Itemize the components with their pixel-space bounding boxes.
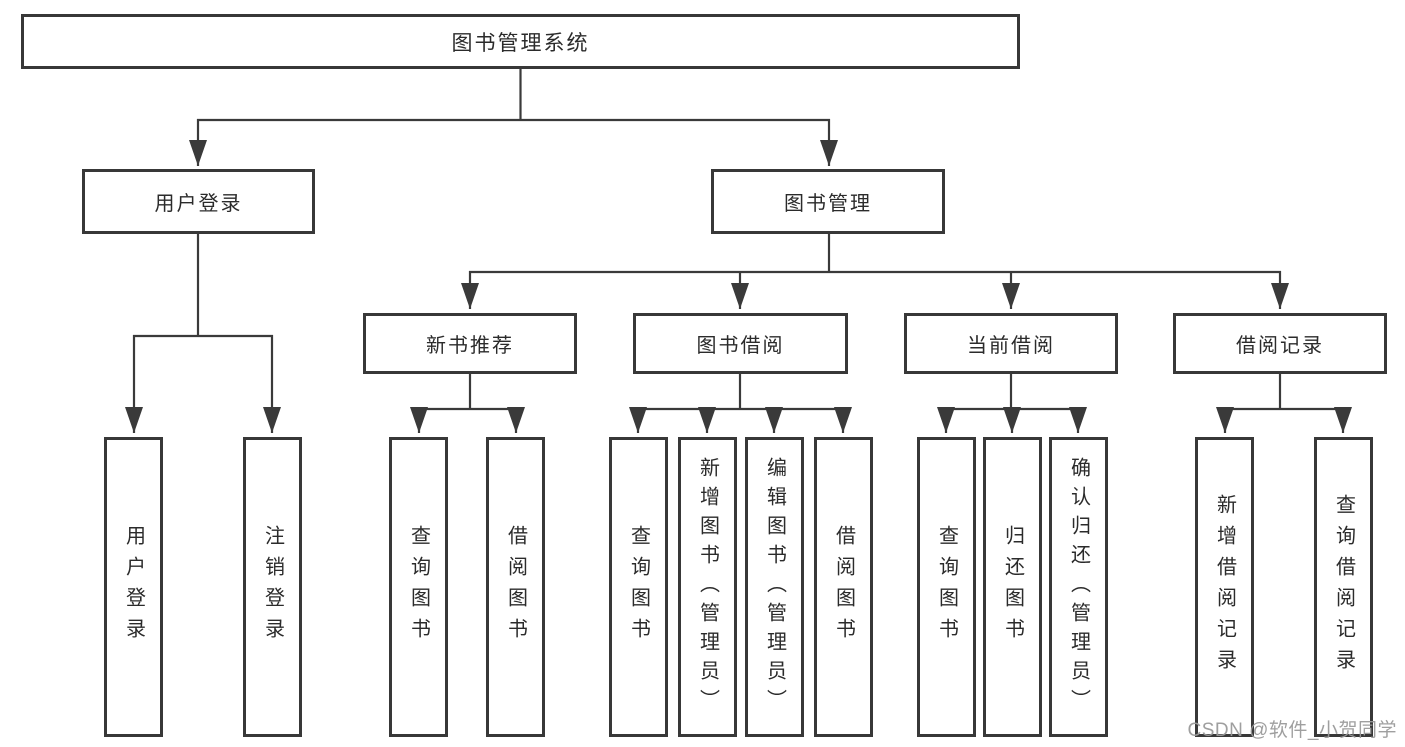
leaf-label: 查询图书 xyxy=(935,525,958,649)
leaf-label: 借阅图书 xyxy=(504,525,527,649)
leaf-query-books-borrow: 查询图书 xyxy=(609,437,668,737)
node-borrowing-records: 借阅记录 xyxy=(1173,313,1387,374)
node-label: 用户登录 xyxy=(154,193,243,215)
leaf-query-books-newbook: 查询图书 xyxy=(389,437,448,737)
leaf-label: 归还图书 xyxy=(1001,525,1024,649)
node-library-management-system: 图书管理系统 xyxy=(21,14,1020,69)
node-current-borrowing: 当前借阅 xyxy=(904,313,1118,374)
leaf-query-books-current: 查询图书 xyxy=(917,437,976,737)
leaf-return-books: 归还图书 xyxy=(983,437,1042,737)
leaf-edit-book-admin: 编辑图书（管理员） xyxy=(745,437,804,737)
node-label: 图书借阅 xyxy=(696,335,785,357)
node-book-management: 图书管理 xyxy=(711,169,945,234)
leaf-add-book-admin: 新增图书（管理员） xyxy=(678,437,737,737)
node-label: 图书管理 xyxy=(784,193,872,215)
leaf-query-borrow-record: 查询借阅记录 xyxy=(1314,437,1373,737)
leaf-label: 确认归还（管理员） xyxy=(1067,456,1090,718)
leaf-label: 新增借阅记录 xyxy=(1213,494,1236,680)
leaf-label: 查询图书 xyxy=(627,525,650,649)
leaf-add-borrow-record: 新增借阅记录 xyxy=(1195,437,1254,737)
node-label: 当前借阅 xyxy=(967,335,1055,357)
leaf-label: 借阅图书 xyxy=(832,525,855,649)
leaf-label: 查询借阅记录 xyxy=(1332,494,1355,680)
node-label: 图书管理系统 xyxy=(451,31,590,55)
node-user-login: 用户登录 xyxy=(82,169,315,234)
leaf-label: 编辑图书（管理员） xyxy=(763,456,786,718)
leaf-borrow-books-borrow: 借阅图书 xyxy=(814,437,873,737)
leaf-confirm-return-admin: 确认归还（管理员） xyxy=(1049,437,1108,737)
leaf-label: 新增图书（管理员） xyxy=(696,456,719,718)
node-label: 借阅记录 xyxy=(1236,335,1324,357)
leaf-label: 注销登录 xyxy=(261,525,284,649)
leaf-label: 查询图书 xyxy=(407,525,430,649)
node-label: 新书推荐 xyxy=(426,335,514,357)
leaf-user-login: 用户登录 xyxy=(104,437,163,737)
csdn-watermark: CSDN @软件_小贺同学 xyxy=(1187,720,1397,741)
node-new-book-recommendation: 新书推荐 xyxy=(363,313,577,374)
leaf-label: 用户登录 xyxy=(122,525,145,649)
leaf-logout: 注销登录 xyxy=(243,437,302,737)
leaf-borrow-books-newbook: 借阅图书 xyxy=(486,437,545,737)
node-book-borrowing: 图书借阅 xyxy=(633,313,848,374)
